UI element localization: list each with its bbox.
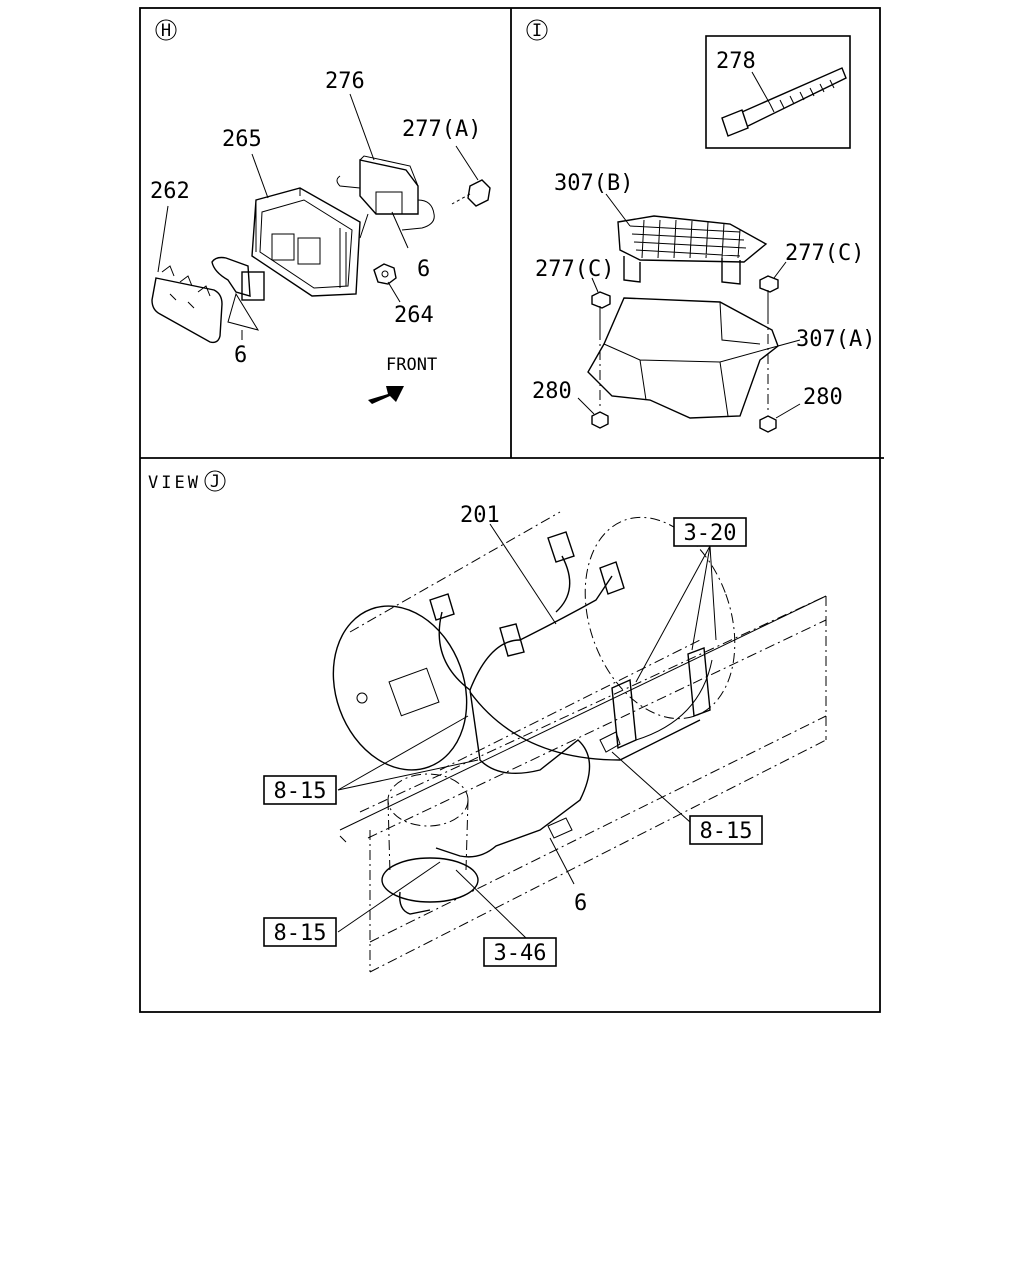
label-277c-right: 277(C) [785,241,864,266]
nut-280-right [759,403,801,433]
label-277a: 277(A) [402,117,481,142]
screw-277a [451,145,491,207]
label-6-bracket: 6 [234,343,247,368]
svg-text:J: J [210,472,220,492]
label-262: 262 [150,179,190,204]
panel-j: VIEW J [148,470,827,973]
tank-small [381,773,479,915]
view-title: VIEW [148,473,201,493]
relay-276 [336,155,435,249]
label-6-harness: 6 [574,891,587,916]
clip-plate-262 [151,265,223,344]
label-307b: 307(B) [554,171,633,196]
label-277c-left: 277(C) [535,257,614,282]
svg-text:8-15: 8-15 [700,819,753,844]
ref-box-3-20: 3-20 [673,517,747,547]
ref-box-8-15-right: 8-15 [689,815,763,845]
label-280-left: 280 [532,379,572,404]
svg-text:H: H [161,21,171,41]
label-280-right: 280 [803,385,843,410]
housing-307a [587,297,801,419]
label-278: 278 [716,49,756,74]
inset-cable-tie-278 [705,35,851,149]
label-307a: 307(A) [796,327,875,352]
panel-h-leaders [157,93,375,340]
svg-text:8-15: 8-15 [274,779,327,804]
panel-i-marker: I [526,19,548,41]
label-front: FRONT [386,355,437,375]
svg-text:3-46: 3-46 [494,941,547,966]
svg-text:3-20: 3-20 [684,521,737,546]
bracket-6 [211,256,265,331]
clamp-straps [611,647,713,750]
label-201: 201 [460,503,500,528]
label-276: 276 [325,69,365,94]
wiring-harness-201 [435,555,621,858]
panel-i: I [526,19,875,433]
nut-264 [373,263,401,303]
svg-text:8-15: 8-15 [274,921,327,946]
nut-280-left [577,397,609,429]
bolt-277c-left [591,277,611,410]
cover-307b [605,193,768,285]
panel-j-marker: J [204,470,226,492]
label-264: 264 [394,303,434,328]
label-265: 265 [222,127,262,152]
ref-box-8-15-bottom: 8-15 [263,917,337,947]
svg-text:I: I [532,21,542,41]
ref-box-3-46: 3-46 [483,937,557,967]
frame-rail [339,595,827,973]
panel-h: H [150,19,491,404]
connectors [429,531,625,657]
relay-box-265 [251,187,361,297]
panel-frames [139,7,884,1013]
tank-large [332,511,736,771]
label-6-relay: 6 [417,257,430,282]
ref-box-8-15-left: 8-15 [263,775,337,805]
panel-j-leaders [337,523,717,939]
front-arrow-icon [368,386,404,404]
bolt-277c-right [759,261,787,410]
panel-h-marker: H [155,19,177,41]
